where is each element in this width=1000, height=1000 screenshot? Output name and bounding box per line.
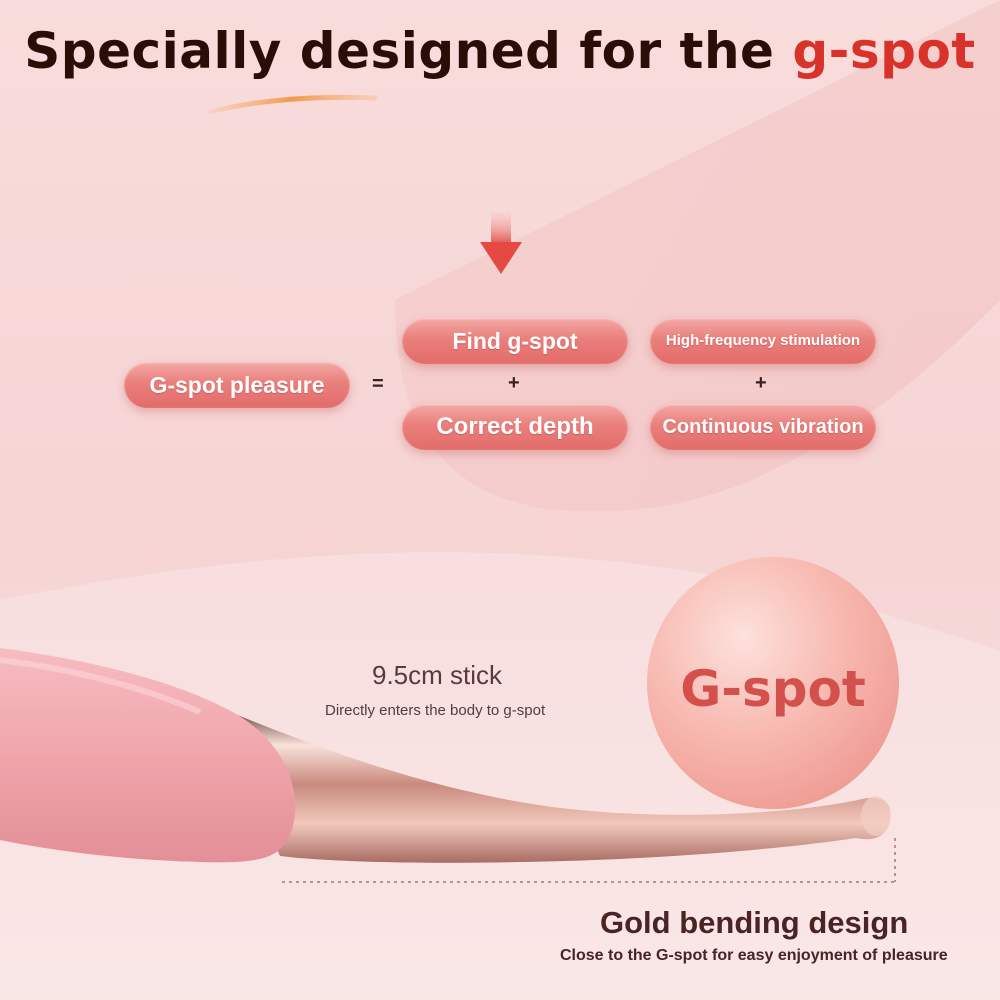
equals-sign: = [372, 373, 384, 395]
find-g-spot-pill: Find g-spot [402, 318, 628, 364]
high-frequency-stimulation-pill: High-frequency stimulation [650, 318, 876, 364]
g-spot-ball-label: G-spot [680, 660, 866, 718]
continuous-vibration-pill: Continuous vibration [650, 404, 876, 450]
swoosh-underline-icon [207, 94, 378, 115]
stick-length-subtitle: Directly enters the body to g-spot [325, 702, 546, 719]
gold-bending-title: Gold bending design [600, 905, 909, 940]
g-spot-ball [647, 557, 899, 809]
correct-depth-pill: Correct depth [402, 404, 628, 450]
title-highlight: g-spot [792, 22, 976, 80]
page-title: Specially designed for the g-spot [0, 22, 1000, 80]
plus-sign-right: + [755, 372, 767, 394]
title-main: Specially designed for the [24, 22, 793, 80]
stick-length-title: 9.5cm stick [372, 660, 503, 690]
plus-sign-left: + [508, 372, 520, 394]
gold-bending-subtitle: Close to the G-spot for easy enjoyment o… [560, 947, 948, 964]
g-spot-pleasure-pill: G-spot pleasure [124, 362, 350, 408]
product-illustration [0, 648, 896, 883]
down-arrow-icon [480, 212, 522, 274]
